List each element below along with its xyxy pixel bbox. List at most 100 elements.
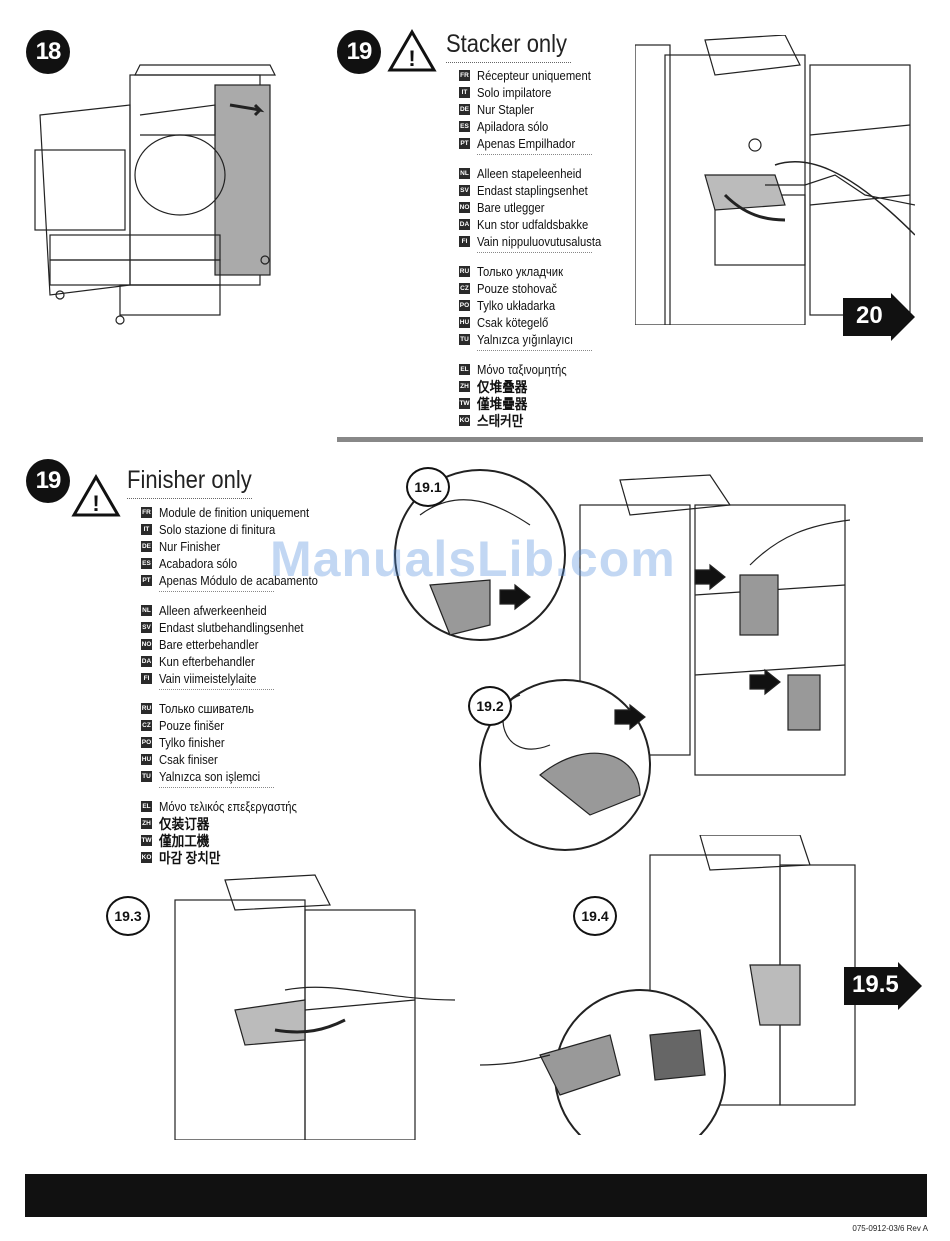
language-group-divider bbox=[159, 689, 274, 697]
substep-19-3-label: 19.3 bbox=[106, 896, 150, 936]
language-code-badge: FI bbox=[459, 236, 470, 247]
language-label: Module de finition uniquement bbox=[159, 505, 310, 520]
warning-triangle-icon: ! bbox=[71, 474, 121, 517]
step-19-stacker-badge: 19 bbox=[337, 30, 381, 74]
language-code-badge: IT bbox=[141, 524, 152, 535]
printer-illustration-18 bbox=[34, 64, 276, 325]
next-arrow-icon bbox=[843, 293, 915, 341]
language-label: 僅加工機 bbox=[159, 832, 210, 849]
language-label: Vain nippuluovutusalusta bbox=[477, 234, 602, 249]
language-label: Tylko finisher bbox=[159, 735, 225, 750]
language-label: Vain viimeistelylaite bbox=[159, 671, 257, 686]
language-label: 僅堆疊器 bbox=[477, 395, 528, 412]
language-label: Только сшиватель bbox=[159, 701, 254, 716]
language-label: 스태커만 bbox=[477, 412, 524, 429]
language-code-badge: TW bbox=[459, 398, 470, 409]
title-divider bbox=[446, 62, 571, 63]
next-arrow-icon bbox=[844, 962, 922, 1010]
step-19-finisher-badge: 19 bbox=[26, 459, 70, 503]
language-label: Apiladora sólo bbox=[477, 119, 549, 134]
language-label: Csak kötegelő bbox=[477, 315, 549, 330]
language-group-divider bbox=[477, 252, 592, 260]
language-row-no: NO Bare etterbehandler bbox=[141, 636, 336, 653]
language-label: Apenas Módulo de acabamento bbox=[159, 573, 318, 588]
finisher-illustration-top bbox=[394, 469, 850, 851]
language-label: Endast slutbehandlingsenhet bbox=[159, 620, 304, 635]
language-code-badge: NL bbox=[141, 605, 152, 616]
language-label: Kun stor udfaldsbakke bbox=[477, 217, 589, 232]
language-row-nl: NL Alleen afwerkeenheid bbox=[141, 602, 336, 619]
language-row-fr: FR Récepteur uniquement bbox=[459, 67, 615, 84]
language-code-badge: PT bbox=[459, 138, 470, 149]
language-row-el: EL Μόνο τελικός επεξεργαστής bbox=[141, 798, 336, 815]
language-label: Kun efterbehandler bbox=[159, 654, 255, 669]
language-row-fi: FI Vain nippuluovutusalusta bbox=[459, 233, 615, 250]
language-row-sv: SV Endast staplingsenhet bbox=[459, 182, 615, 199]
language-code-badge: RU bbox=[459, 266, 470, 277]
language-row-nl: NL Alleen stapeleenheid bbox=[459, 165, 615, 182]
language-group-divider bbox=[159, 787, 274, 795]
language-code-badge: FR bbox=[141, 507, 152, 518]
language-label: Solo stazione di finitura bbox=[159, 522, 276, 537]
language-label: Tylko układarka bbox=[477, 298, 556, 313]
language-row-zh: ZH 仅堆叠器 bbox=[459, 378, 615, 395]
language-code-badge: ES bbox=[141, 558, 152, 569]
language-code-badge: HU bbox=[459, 317, 470, 328]
language-code-badge: KO bbox=[141, 852, 152, 863]
language-code-badge: NO bbox=[141, 639, 152, 650]
stacker-illustration bbox=[635, 35, 915, 325]
stacker-only-title: Stacker only bbox=[446, 30, 568, 58]
language-group-divider bbox=[159, 591, 274, 599]
language-label: Только укладчик bbox=[477, 264, 563, 279]
language-row-ko: KO 스태커만 bbox=[459, 412, 615, 429]
language-code-badge: KO bbox=[459, 415, 470, 426]
substep-19-4-label: 19.4 bbox=[573, 896, 617, 936]
language-code-badge: FI bbox=[141, 673, 152, 684]
title-divider bbox=[127, 498, 252, 499]
language-code-badge: RU bbox=[141, 703, 152, 714]
language-row-fr: FR Module de finition uniquement bbox=[141, 504, 336, 521]
substep-19-1-label: 19.1 bbox=[406, 467, 450, 507]
language-code-badge: FR bbox=[459, 70, 470, 81]
language-row-hu: HU Csak kötegelő bbox=[459, 314, 615, 331]
language-code-badge: EL bbox=[141, 801, 152, 812]
language-row-fi: FI Vain viimeistelylaite bbox=[141, 670, 336, 687]
language-code-badge: ZH bbox=[459, 381, 470, 392]
language-label: Μόνο τελικός επεξεργαστής bbox=[159, 799, 297, 814]
language-label: Alleen afwerkeenheid bbox=[159, 603, 267, 618]
language-code-badge: SV bbox=[459, 185, 470, 196]
language-label: Pouze finišer bbox=[159, 718, 225, 733]
language-label: Récepteur uniquement bbox=[477, 68, 591, 83]
next-step-19-5-label: 19.5 bbox=[852, 971, 899, 998]
language-code-badge: DE bbox=[459, 104, 470, 115]
language-row-it: IT Solo stazione di finitura bbox=[141, 521, 336, 538]
language-code-badge: EL bbox=[459, 364, 470, 375]
language-label: Alleen stapeleenheid bbox=[477, 166, 582, 181]
language-row-ru: RU Только укладчик bbox=[459, 263, 615, 280]
language-label: Bare etterbehandler bbox=[159, 637, 259, 652]
language-code-badge: NL bbox=[459, 168, 470, 179]
language-label: Yalnızca son işlemci bbox=[159, 769, 261, 784]
language-label: 仅堆叠器 bbox=[477, 378, 528, 395]
language-label: Solo impilatore bbox=[477, 85, 552, 100]
language-label: Endast staplingsenhet bbox=[477, 183, 588, 198]
language-code-badge: PO bbox=[459, 300, 470, 311]
language-code-badge: SV bbox=[141, 622, 152, 633]
language-label: Pouze stohovač bbox=[477, 281, 558, 296]
